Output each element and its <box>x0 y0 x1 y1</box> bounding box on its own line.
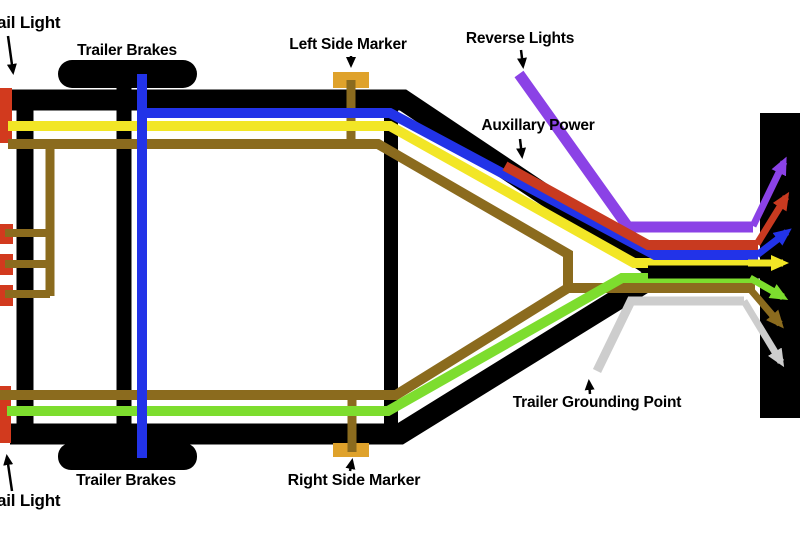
connector-arrow-brown <box>747 286 784 329</box>
label-tail-light-top: ail Light <box>0 13 61 32</box>
connector-arrow-blue <box>754 228 792 258</box>
label-trailer-grounding-point: Trailer Grounding Point <box>512 394 682 411</box>
connector-arrow-purple <box>749 156 788 228</box>
label-right-side-marker: Right Side Marker <box>287 472 421 489</box>
label-auxillary-power: Auxillary Power <box>481 117 595 134</box>
grounding-point-arrow <box>584 379 595 395</box>
wire-purple <box>514 70 753 233</box>
wire-brown-top <box>8 139 755 293</box>
right-side-marker-arrow <box>345 458 356 472</box>
label-trailer-brakes-top: Trailer Brakes <box>77 42 177 59</box>
connector-arrow-green <box>748 274 789 301</box>
wire-yellow <box>8 121 757 268</box>
wire-white-ground <box>592 296 744 373</box>
connector-arrow-red <box>754 191 790 246</box>
label-left-side-marker: Left Side Marker <box>289 36 407 53</box>
tail-light-bottom <box>0 386 11 443</box>
connector-arrow-white <box>741 299 785 368</box>
tail-light-bottom-arrow <box>3 454 14 492</box>
wire-red <box>502 161 758 250</box>
wire-blue <box>142 108 758 260</box>
reverse-lights-arrow <box>517 49 527 69</box>
label-reverse-lights: Reverse Lights <box>465 30 575 47</box>
bottom-wheel <box>58 443 197 470</box>
tail-light-top-arrow <box>6 35 17 75</box>
wire-brown-bottom <box>0 283 571 400</box>
tail-light-top <box>0 88 12 143</box>
top-wheel <box>58 60 197 88</box>
label-tail-light-bottom: ail Light <box>0 491 61 510</box>
auxillary-power-arrow <box>516 138 527 159</box>
label-trailer-brakes-bottom: Trailer Brakes <box>76 472 176 489</box>
